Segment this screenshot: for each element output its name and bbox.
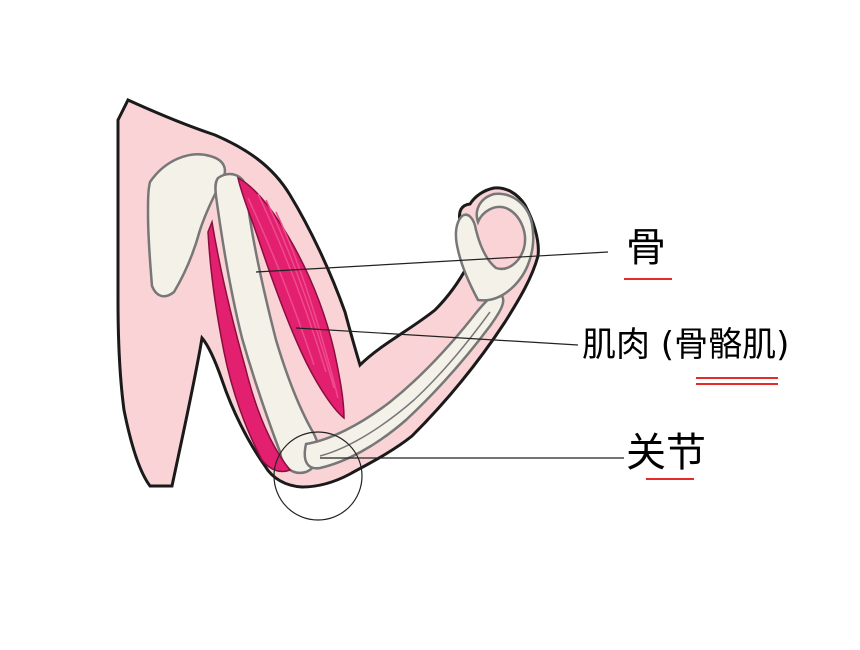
elbow-joint-circle (273, 431, 363, 521)
muscle-label-paren-close: ) (776, 325, 790, 365)
hand-bones (454, 192, 535, 302)
muscle-leader-line (295, 327, 579, 346)
forearm-bone-separation (319, 311, 491, 457)
scapula-bone (146, 153, 227, 298)
triceps-muscle (207, 219, 292, 473)
muscle-label-paren-open: ( (650, 325, 675, 365)
bone-leader-line (255, 251, 609, 273)
joint-label: 关节 (626, 430, 706, 476)
biceps-muscle-fibers (247, 193, 339, 399)
biceps-muscle (236, 176, 345, 420)
forearm-bones (303, 293, 505, 470)
humerus-bone (214, 172, 320, 475)
muscle-label-sub: 骨骼肌 (674, 325, 777, 365)
muscle-label-main: 肌肉 (582, 325, 650, 365)
bone-label: 骨 (626, 225, 666, 271)
muscle-label: 肌肉 (骨骼肌) (582, 328, 789, 362)
